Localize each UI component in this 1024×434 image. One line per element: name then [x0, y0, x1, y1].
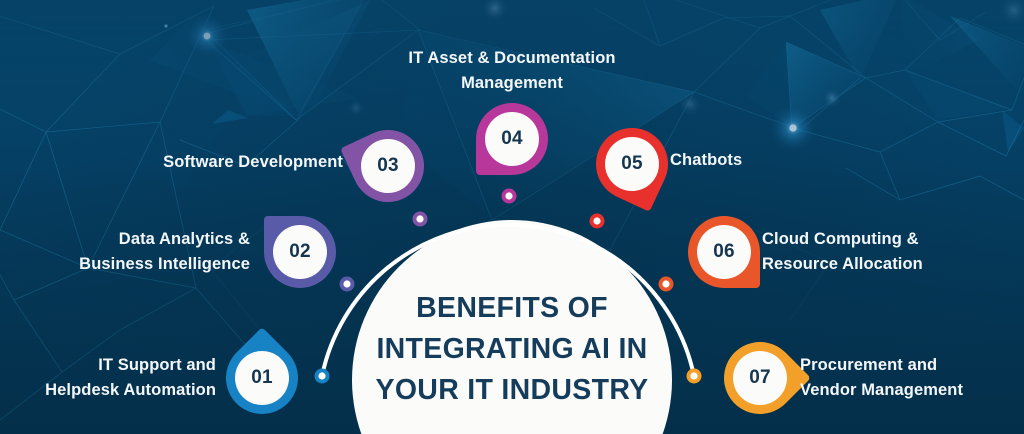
pin-marker-07[interactable]: 07: [709, 327, 811, 429]
pin-number: 02: [289, 241, 311, 262]
page-title-line: INTEGRATING AI IN: [376, 333, 648, 365]
pin-marker-01[interactable]: 01: [211, 327, 313, 429]
pin-number: 01: [251, 367, 273, 388]
pin-inner-circle: [235, 351, 289, 405]
step-label-line: IT Support and: [98, 356, 216, 374]
pin-marker-06[interactable]: 06: [688, 216, 760, 288]
pin-number: 05: [621, 153, 643, 174]
step-label-line: Business Intelligence: [79, 255, 250, 273]
pin-inner-circle: [733, 351, 787, 405]
step-label-line: Chatbots: [670, 151, 743, 169]
step-label-line: Software Development: [163, 153, 343, 171]
pin-inner-circle: [605, 137, 659, 191]
pin-marker-03[interactable]: 03: [340, 118, 436, 214]
page-title-line: BENEFITS OF: [416, 292, 608, 324]
step-label-line: IT Asset & Documentation: [408, 49, 616, 67]
step-label-03: Software Development: [145, 150, 343, 175]
page-title: BENEFITS OF INTEGRATING AI IN YOUR IT INDU…: [372, 288, 652, 411]
pin-marker-02[interactable]: 02: [264, 216, 336, 288]
step-label-line: Cloud Computing &: [762, 230, 919, 248]
pin-inner-circle: [361, 139, 415, 193]
page-title-line: YOUR IT INDUSTRY: [375, 374, 649, 406]
step-label-05: Chatbots: [670, 148, 800, 173]
pin-number: 04: [501, 128, 523, 149]
step-label-line: Resource Allocation: [762, 255, 923, 273]
pin-inner-circle: [697, 225, 751, 279]
step-label-line: Helpdesk Automation: [45, 381, 216, 399]
pin-number: 06: [713, 241, 735, 262]
pin-number: 07: [749, 367, 771, 388]
step-label-line: Data Analytics &: [118, 230, 250, 248]
pin-number: 03: [377, 155, 399, 176]
pin-marker-05[interactable]: 05: [584, 116, 680, 212]
step-label-line: Vendor Management: [800, 381, 964, 399]
step-label-02: Data Analytics & Business Intelligence: [48, 227, 250, 277]
step-label-line: Procurement and: [800, 356, 938, 374]
step-label-06: Cloud Computing & Resource Allocation: [762, 227, 982, 277]
step-label-line: Management: [461, 74, 563, 92]
pin-inner-circle: [485, 112, 539, 166]
pin-marker-04[interactable]: 04: [476, 103, 548, 175]
pin-inner-circle: [273, 225, 327, 279]
